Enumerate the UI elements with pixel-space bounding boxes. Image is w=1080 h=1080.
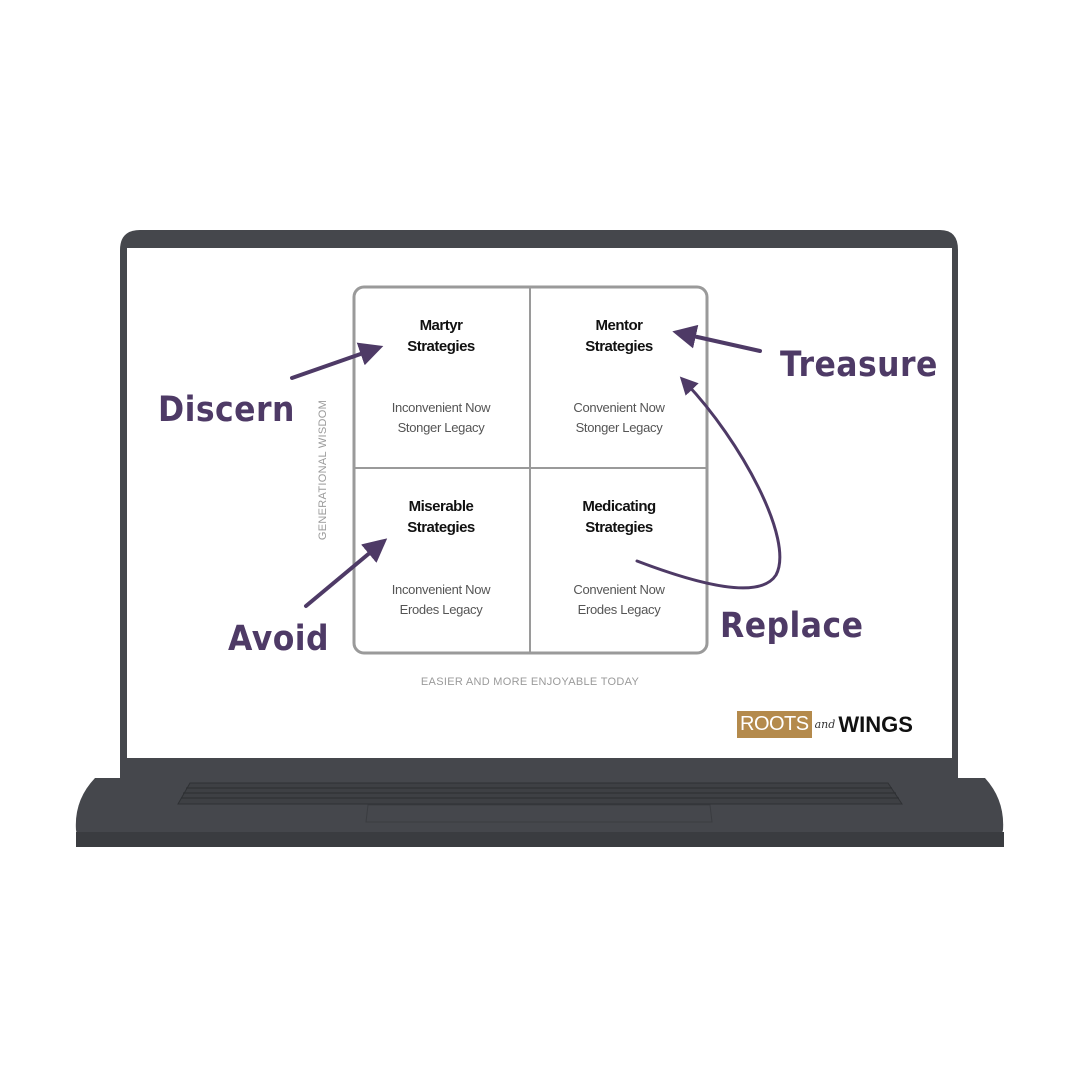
logo-wings: WINGS bbox=[838, 711, 913, 737]
title-line: Strategies bbox=[585, 338, 653, 355]
x-axis-label: EASIER AND MORE ENJOYABLE TODAY bbox=[420, 676, 640, 688]
avoid-label: Avoid bbox=[228, 619, 330, 659]
title-line: Strategies bbox=[407, 338, 475, 355]
title-line: Miserable bbox=[408, 498, 474, 515]
desc-line: Stonger Legacy bbox=[575, 420, 663, 435]
keyboard-keys bbox=[181, 787, 899, 799]
desc-line: Inconvenient Now bbox=[391, 400, 491, 415]
title-line: Medicating bbox=[582, 498, 656, 515]
trackpad bbox=[365, 804, 713, 823]
treasure-arrow bbox=[672, 324, 762, 353]
treasure-label: Treasure bbox=[780, 345, 938, 385]
laptop-screen bbox=[127, 248, 952, 758]
laptop-base-edge bbox=[76, 832, 1004, 847]
logo-roots: ROOTS bbox=[737, 711, 812, 738]
roots-and-wings-logo: ROOTS and WINGS bbox=[737, 711, 913, 738]
title-line: Strategies bbox=[585, 519, 653, 536]
desc-line: Erodes Legacy bbox=[577, 602, 661, 617]
desc-line: Inconvenient Now bbox=[391, 582, 491, 597]
replace-arrow bbox=[635, 376, 782, 590]
replace-label: Replace bbox=[720, 606, 864, 646]
desc-line: Convenient Now bbox=[573, 582, 665, 597]
title-line: Mentor bbox=[595, 317, 644, 334]
desc-line: Convenient Now bbox=[573, 400, 665, 415]
desc-line: Stonger Legacy bbox=[397, 420, 485, 435]
logo-and: and bbox=[814, 718, 836, 731]
discern-label: Discern bbox=[158, 390, 295, 430]
avoid-arrow bbox=[304, 538, 388, 608]
discern-arrow bbox=[290, 342, 384, 380]
title-line: Martyr bbox=[419, 317, 463, 334]
desc-line: Erodes Legacy bbox=[399, 602, 483, 617]
y-axis-label: GENERATIONAL WISDOM bbox=[317, 399, 329, 541]
title-line: Strategies bbox=[407, 519, 475, 536]
matrix-frame bbox=[352, 285, 709, 655]
